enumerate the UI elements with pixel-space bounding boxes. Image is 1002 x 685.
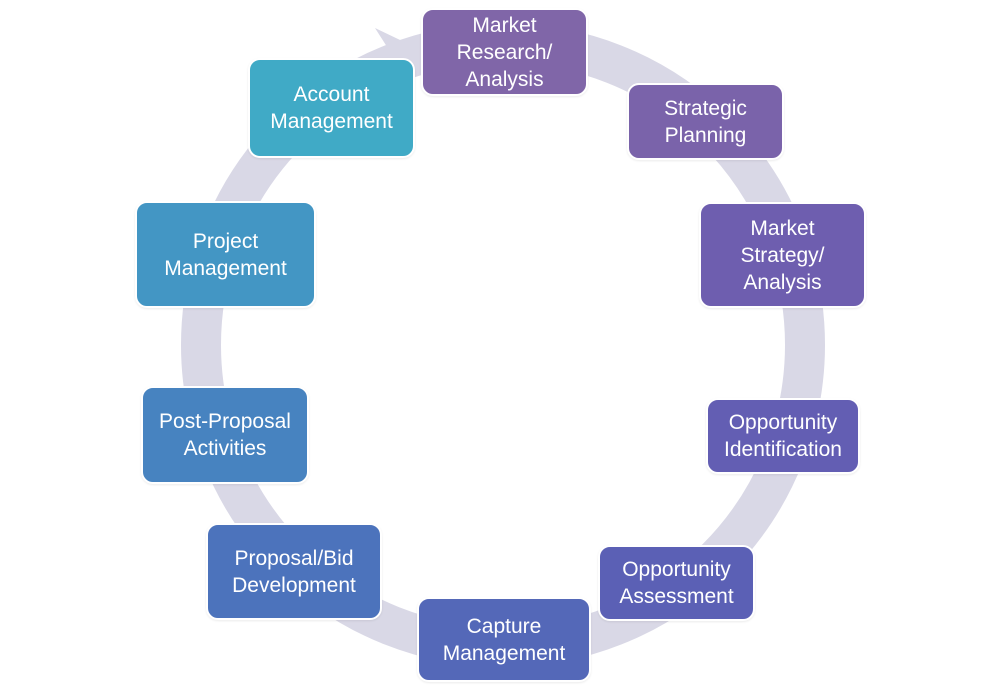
step-strategic-planning: Strategic Planning (627, 83, 784, 160)
step-proposal-bid-development: Proposal/Bid Development (206, 523, 382, 620)
step-post-proposal-activities: Post-Proposal Activities (141, 386, 309, 484)
step-account-management: Account Management (248, 58, 415, 158)
step-opportunity-identification: Opportunity Identification (706, 398, 860, 474)
step-market-research-analysis: Market Research/ Analysis (421, 8, 588, 96)
step-market-strategy-analysis: Market Strategy/ Analysis (699, 202, 866, 308)
step-capture-management: Capture Management (417, 597, 591, 682)
step-project-management: Project Management (135, 201, 316, 308)
step-opportunity-assessment: Opportunity Assessment (598, 545, 755, 621)
